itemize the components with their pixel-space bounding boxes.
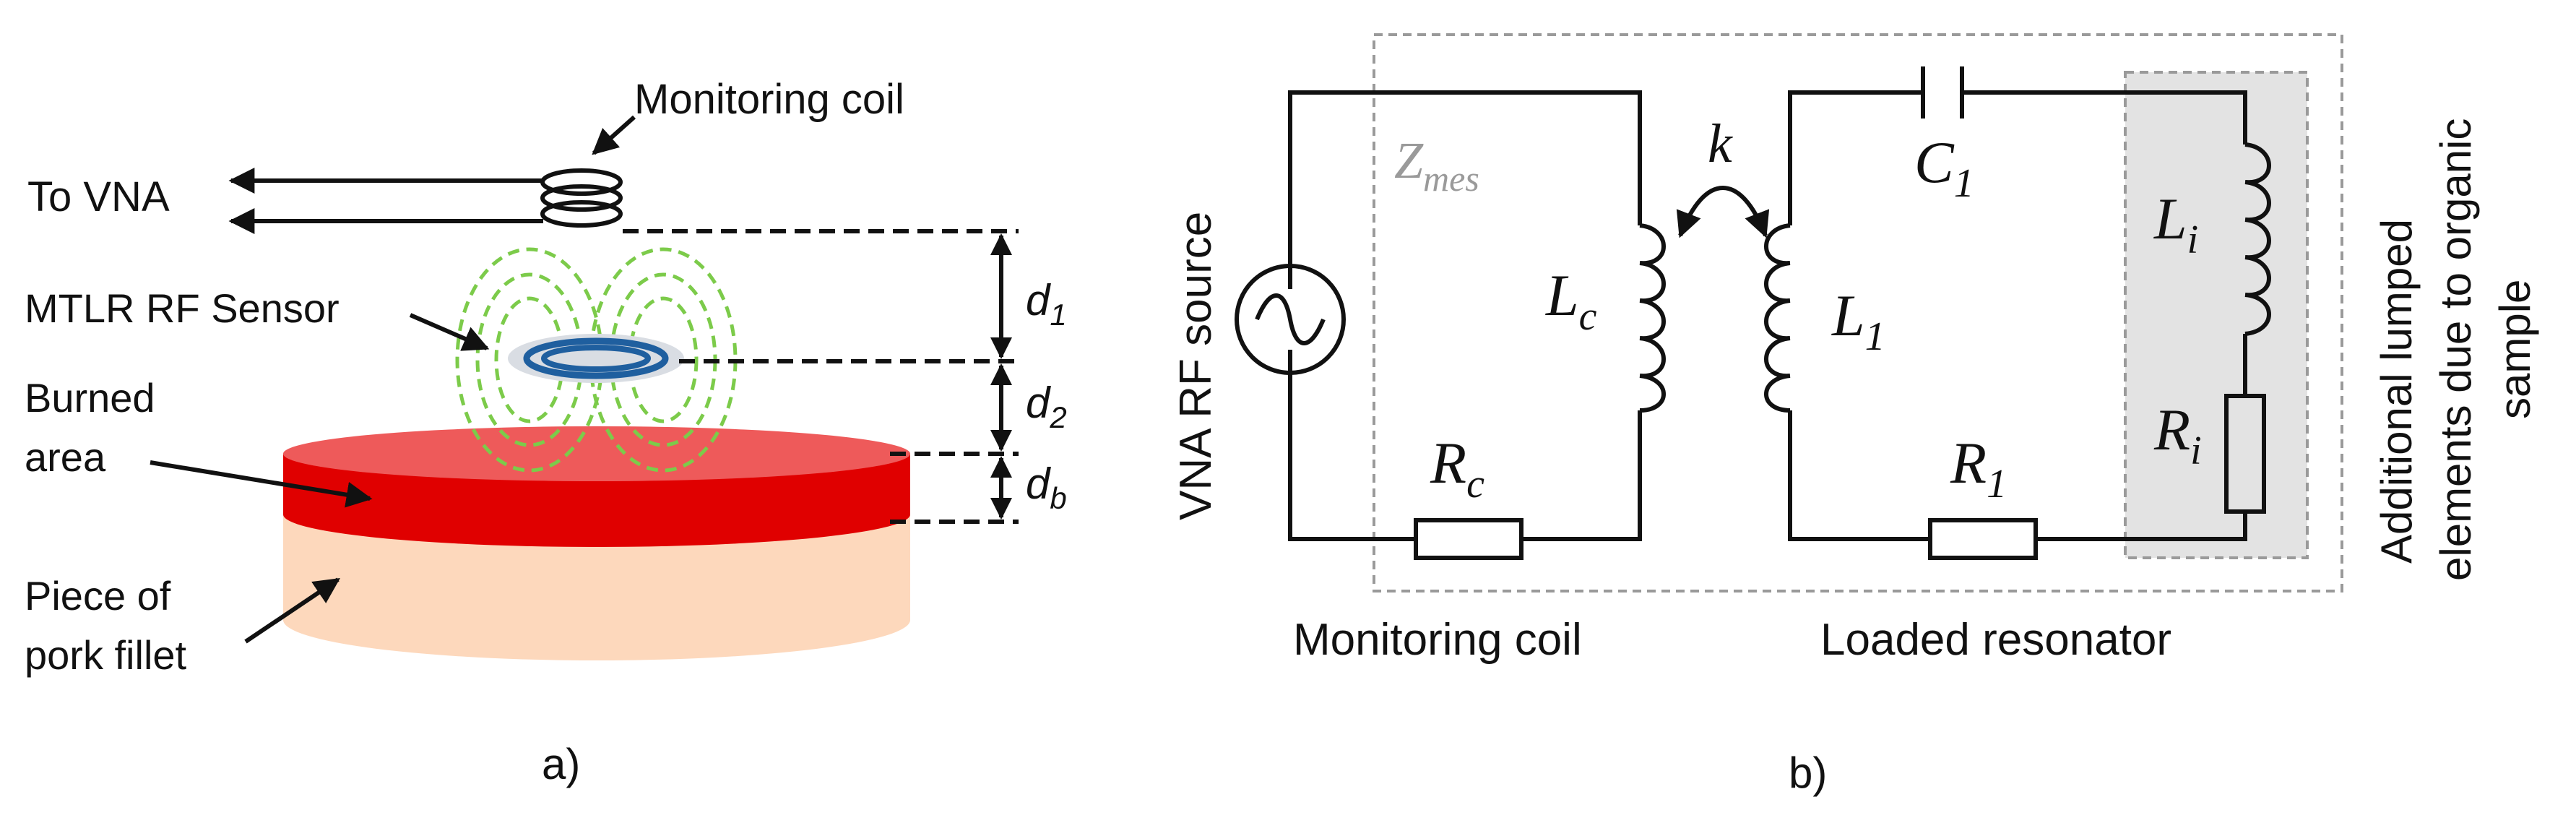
burned-area-layer	[283, 426, 910, 547]
coupling-arrow	[1676, 186, 1770, 238]
r1-label: R1	[1950, 430, 2007, 507]
burned-area-label-line1: Burned	[25, 375, 155, 421]
sensor-label: MTLR RF Sensor	[25, 285, 340, 331]
pork-label-line2: pork fillet	[25, 632, 187, 678]
panel-b: VNA RF source Zmes k Lc Rc L1 C1 R1 Li R…	[1171, 33, 2539, 797]
svg-text:sample: sample	[2491, 280, 2539, 419]
db-label: db	[1026, 460, 1067, 515]
panel-a: Monitoring coil To VNA MTLR RF Sensor Bu…	[25, 76, 1067, 788]
caption-b: b)	[1789, 749, 1827, 797]
zmes-label: Zmes	[1394, 132, 1479, 199]
svg-text:Additional lumped: Additional lumped	[2372, 219, 2421, 564]
sensor-pointer	[409, 313, 490, 351]
caption-a: a)	[542, 740, 580, 788]
loaded-resonator-label: Loaded resonator	[1820, 615, 2171, 665]
monitoring-coil-icon	[540, 168, 623, 228]
l1-label: L1	[1831, 283, 1885, 359]
mtlr-sensor	[508, 334, 684, 383]
d2-label: d2	[1026, 379, 1067, 434]
burned-area-pointer	[150, 460, 373, 508]
additional-elements-label: Additional lumped elements due to organi…	[2372, 118, 2539, 581]
d1-label: d1	[1026, 276, 1067, 332]
lc-label: Lc	[1545, 262, 1597, 339]
source-label: VNA RF source	[1171, 212, 1221, 520]
pork-pointer	[244, 577, 340, 644]
ri-label: Ri	[2153, 397, 2202, 473]
k-label: k	[1708, 113, 1733, 174]
sample-region	[2124, 71, 2309, 559]
svg-text:elements due to organic: elements due to organic	[2432, 118, 2480, 581]
zmes-region	[1373, 33, 2343, 592]
resonator-circuit	[1764, 66, 2271, 560]
pork-label-line1: Piece of	[25, 573, 171, 619]
to-vna-label: To VNA	[27, 173, 170, 220]
monitoring-coil-circuit	[1235, 90, 1666, 560]
monitoring-coil-label: Monitoring coil	[634, 76, 904, 123]
c1-label: C1	[1914, 129, 1974, 206]
rc-label: Rc	[1430, 430, 1484, 507]
li-label: Li	[2153, 186, 2198, 262]
burned-area-label-line2: area	[25, 434, 106, 480]
monitoring-coil-circuit-label: Monitoring coil	[1293, 615, 1582, 665]
monitoring-coil-pointer	[592, 115, 636, 155]
